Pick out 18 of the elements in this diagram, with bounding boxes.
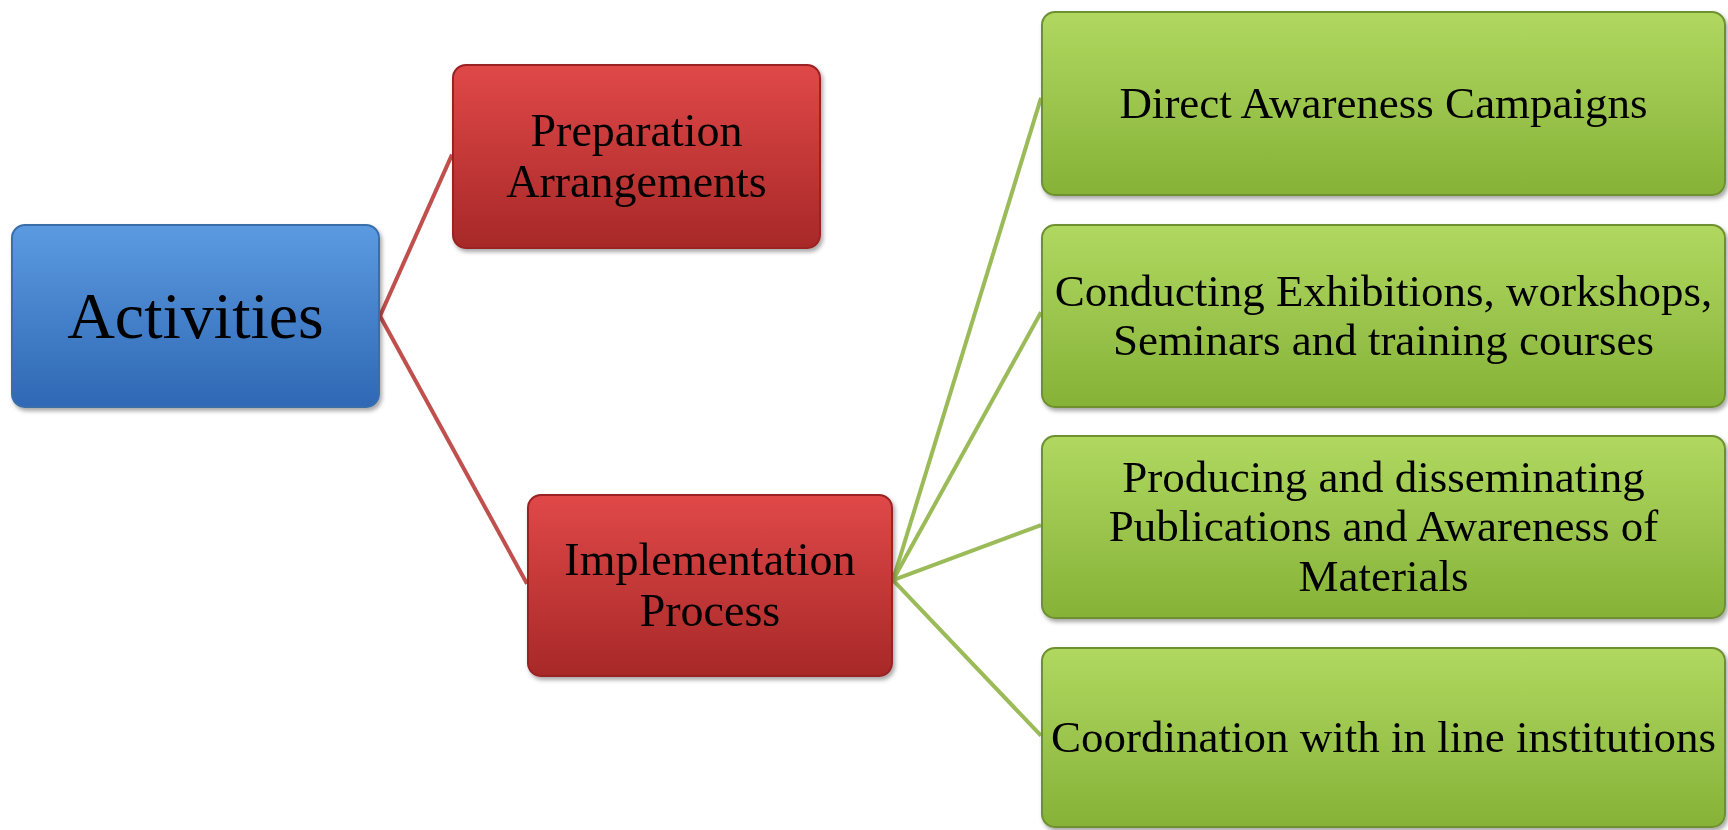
box-label: Conducting Exhibitions, workshops, Seminars and training courses [1053, 266, 1714, 366]
rounded-box [527, 494, 893, 677]
rounded-box [452, 64, 821, 249]
box-label: Direct Awareness Campaigns [1119, 78, 1648, 129]
box-label: Preparation Arrangements [505, 105, 768, 208]
connector-line [891, 578, 1043, 738]
rounded-box [11, 224, 380, 408]
rounded-box [1041, 224, 1726, 408]
box-label: Coordination with in line institutions [1051, 712, 1716, 763]
box-label: Implementation Process [563, 534, 857, 637]
rounded-box [1041, 647, 1726, 828]
rounded-box [1041, 435, 1726, 619]
connector-line [378, 153, 454, 317]
connector-line [378, 315, 529, 585]
connector-line [892, 523, 1042, 582]
rounded-box [1041, 11, 1726, 196]
box-label: Activities [67, 279, 324, 353]
box-label: Producing and disseminating Publications and Awareness of Materials [1107, 452, 1660, 602]
